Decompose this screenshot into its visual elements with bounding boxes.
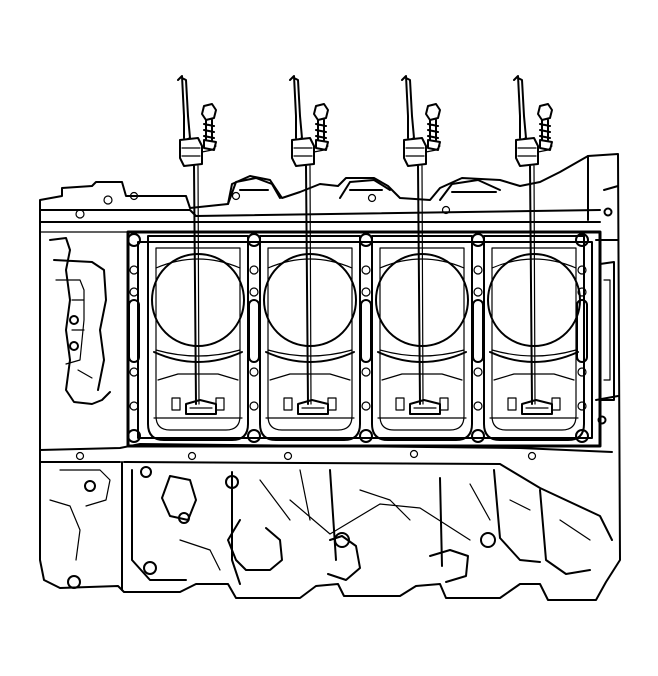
cylinder-bores bbox=[147, 235, 585, 441]
oil-jet-tube bbox=[513, 75, 527, 141]
oil-jet-tube bbox=[401, 75, 415, 141]
head-bolt-hole bbox=[247, 233, 261, 247]
head-bolt-hole bbox=[471, 233, 485, 247]
head-bolt-hole bbox=[247, 429, 261, 443]
oil-jet-tube bbox=[289, 75, 303, 141]
oil-jet-bolt bbox=[201, 103, 217, 121]
oil-jet-assembly bbox=[177, 75, 217, 405]
head-bolt-hole bbox=[127, 233, 141, 247]
small-bolt-hole bbox=[361, 401, 371, 411]
small-bolt-hole bbox=[473, 367, 483, 377]
coolant-slot bbox=[360, 299, 372, 363]
oil-jet-leader-line bbox=[305, 165, 309, 405]
small-bolt-hole bbox=[577, 265, 587, 275]
oil-jet-bolt bbox=[425, 103, 441, 121]
oil-jet-tube bbox=[177, 75, 191, 141]
small-bolt-hole bbox=[249, 265, 259, 275]
coolant-slot bbox=[128, 299, 140, 363]
oil-jet-leader-line bbox=[193, 165, 197, 405]
head-bolt-hole bbox=[575, 233, 589, 247]
oil-jet-leader-line bbox=[529, 165, 533, 405]
small-bolt-hole bbox=[473, 401, 483, 411]
head-bolt-hole bbox=[359, 233, 373, 247]
deck-face bbox=[39, 209, 601, 223]
head-bolt-hole bbox=[359, 429, 373, 443]
head-bolt-hole bbox=[575, 429, 589, 443]
engine-block bbox=[39, 153, 621, 601]
piston-oil-jets bbox=[177, 75, 553, 405]
oil-jet-body bbox=[179, 137, 203, 167]
oil-jet-assembly bbox=[401, 75, 441, 405]
oil-jet-body bbox=[515, 137, 539, 167]
small-bolt-hole bbox=[577, 367, 587, 377]
cylinder-bore bbox=[147, 235, 249, 441]
small-bolt-hole bbox=[361, 367, 371, 377]
small-bolt-hole bbox=[361, 287, 371, 297]
oil-jet-body bbox=[403, 137, 427, 167]
small-bolt-hole bbox=[249, 287, 259, 297]
small-bolt-hole bbox=[577, 287, 587, 297]
small-bolt-hole bbox=[577, 401, 587, 411]
head-bolt-hole bbox=[127, 429, 141, 443]
top-boss-3 bbox=[439, 179, 501, 201]
small-bolt-hole bbox=[249, 401, 259, 411]
small-bolt-hole bbox=[361, 265, 371, 275]
head-bolt-hole bbox=[471, 429, 485, 443]
crankcase-webbing bbox=[131, 469, 591, 585]
small-bolt-hole bbox=[129, 367, 139, 377]
block-left-end bbox=[39, 231, 111, 451]
coolant-slot bbox=[576, 299, 588, 363]
oil-jet-bolt bbox=[313, 103, 329, 121]
oil-jet-body bbox=[291, 137, 315, 167]
small-bolt-hole bbox=[473, 287, 483, 297]
top-boss-2 bbox=[339, 179, 391, 199]
oil-jet-assembly bbox=[513, 75, 553, 405]
oil-jet-leader-line bbox=[417, 165, 421, 405]
small-bolt-hole bbox=[249, 367, 259, 377]
small-bolt-hole bbox=[129, 265, 139, 275]
crankcase-rail bbox=[39, 443, 613, 591]
block-right-end bbox=[587, 155, 619, 401]
head-bolt-holes bbox=[127, 233, 589, 443]
small-bolt-hole bbox=[129, 401, 139, 411]
coolant-slot bbox=[472, 299, 484, 363]
oil-jet-assembly bbox=[289, 75, 329, 405]
small-bolt-hole bbox=[473, 265, 483, 275]
oil-jet-bolt bbox=[537, 103, 553, 121]
top-boss-1 bbox=[227, 177, 281, 205]
small-bolt-hole bbox=[129, 287, 139, 297]
coolant-slot bbox=[248, 299, 260, 363]
